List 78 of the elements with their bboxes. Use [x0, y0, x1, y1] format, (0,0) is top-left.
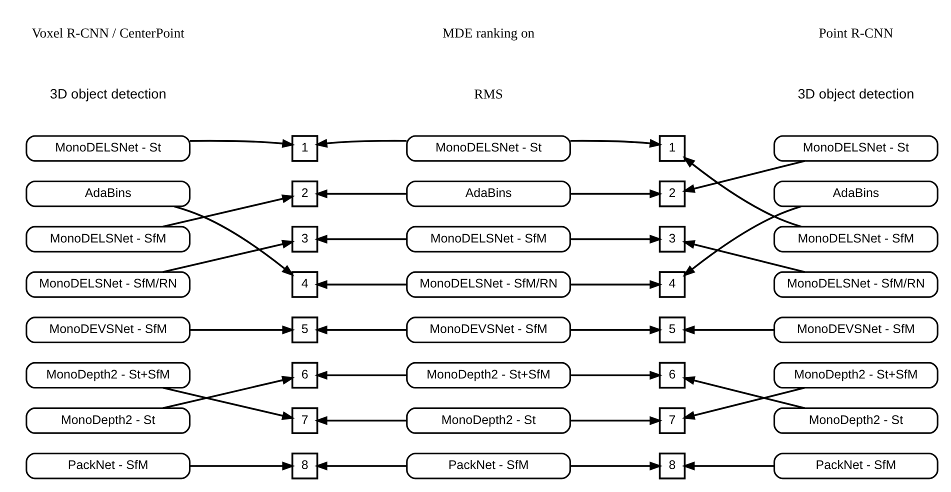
label: RMS	[474, 86, 503, 102]
arrow	[570, 234, 662, 244]
node-box: 2	[658, 180, 686, 208]
node-box: 7	[291, 407, 318, 434]
arrow	[570, 280, 662, 289]
node-box: 2	[291, 180, 318, 208]
node-box: 6	[291, 362, 318, 389]
node-box: 5	[291, 316, 318, 344]
arrow	[682, 325, 774, 334]
arrow	[570, 416, 662, 426]
arrow	[162, 240, 295, 273]
node-box: 4	[658, 271, 686, 298]
label: 3D object detection	[798, 86, 914, 102]
node-box: MonoDEVSNet - SfM	[774, 316, 938, 344]
node-box: MonoDepth2 - St+SfM	[26, 362, 191, 389]
node-box: PackNet - SfM	[406, 452, 571, 480]
arrow	[682, 240, 805, 273]
node-box: MonoDEVSNet - SfM	[406, 316, 571, 344]
node-box: MonoDepth2 - St	[406, 407, 571, 434]
arrow	[190, 325, 295, 334]
arrow	[314, 416, 407, 426]
arrow	[162, 386, 295, 420]
node-box: MonoDELSNet - St	[774, 135, 938, 162]
arrow	[570, 325, 662, 334]
arrow	[570, 462, 662, 470]
node-box: MonoDELSNet - SfM/RN	[774, 271, 938, 298]
node-box: MonoDepth2 - St	[774, 407, 938, 434]
arrow	[314, 462, 407, 470]
node-box: 8	[658, 452, 686, 480]
node-box: MonoDepth2 - St	[26, 407, 191, 434]
arrow	[162, 194, 295, 228]
node-box: PackNet - SfM	[26, 452, 191, 480]
node-box: 6	[658, 362, 686, 389]
arrow	[174, 206, 294, 276]
arrow	[682, 156, 802, 228]
node-box: MonoDELSNet - SfM/RN	[406, 271, 571, 298]
node-box: 3	[291, 226, 318, 253]
arrow	[190, 139, 295, 148]
arrow	[314, 138, 407, 148]
node-box: MonoDELSNet - SfM	[406, 226, 571, 252]
node-box: AdaBins	[26, 180, 191, 208]
arrow	[314, 370, 407, 380]
node-box: 1	[291, 135, 318, 162]
arrow	[682, 462, 774, 470]
arrow	[570, 189, 662, 198]
arrow	[682, 376, 805, 409]
label: MDE ranking on	[442, 25, 535, 40]
arrow	[314, 280, 407, 289]
arrow	[190, 462, 295, 470]
node-box: AdaBins	[406, 180, 571, 208]
node-box: MonoDELSNet - SfM	[774, 226, 938, 252]
node-box: AdaBins	[774, 180, 938, 208]
label: 3D object detection	[50, 86, 166, 102]
arrow	[682, 160, 805, 193]
node-box: MonoDELSNet - SfM/RN	[26, 271, 191, 298]
arrow	[570, 370, 662, 380]
arrow	[682, 386, 805, 420]
node-box: MonoDELSNet - SfM	[26, 226, 191, 252]
node-box: 1	[658, 135, 686, 162]
arrow	[314, 189, 407, 198]
arrow	[314, 234, 407, 244]
arrow	[570, 138, 662, 148]
node-box: 4	[291, 271, 318, 298]
label: Point R-CNN	[818, 25, 894, 40]
node-box: MonoDepth2 - St+SfM	[774, 362, 938, 389]
arrow	[162, 376, 295, 409]
node-box: 5	[658, 316, 686, 344]
node-box: MonoDELSNet - St	[406, 135, 571, 162]
node-box: MonoDELSNet - St	[26, 135, 191, 162]
arrow	[682, 206, 802, 277]
arrow	[314, 325, 407, 334]
node-box: 8	[291, 452, 318, 480]
node-box: MonoDepth2 - St+SfM	[406, 362, 571, 389]
node-box: 3	[658, 226, 686, 253]
node-box: 7	[658, 407, 686, 434]
node-box: PackNet - SfM	[774, 452, 938, 480]
label: Voxel R-CNN / CenterPoint	[32, 25, 184, 40]
node-box: MonoDEVSNet - SfM	[26, 316, 191, 344]
